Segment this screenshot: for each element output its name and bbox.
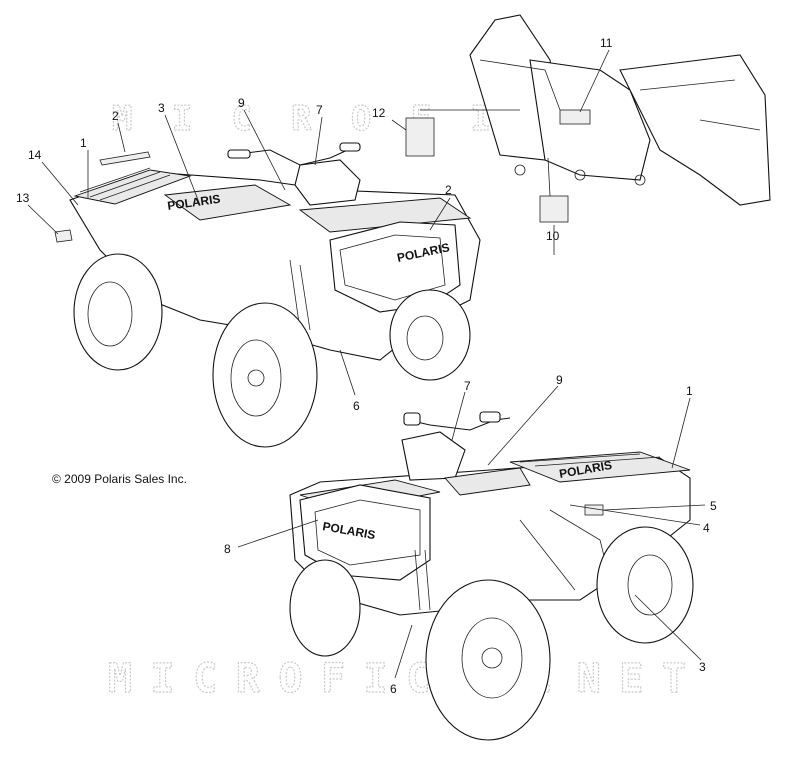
front-left-wheel [212,302,318,448]
leader-lines [27,49,706,679]
copyright-text: © 2009 Polaris Sales Inc. [52,472,187,486]
callout-7-top: 7 [316,103,323,117]
callout-13: 13 [16,191,30,205]
callout-1-bottom: 1 [686,384,693,398]
bottom-front-right-wheel [425,579,551,741]
callout-3-top: 3 [158,101,165,115]
callout-5: 5 [710,499,717,513]
callout-2-top-left: 2 [112,109,119,123]
callout-10: 10 [546,229,560,243]
decal-10-loose [539,195,569,223]
callout-8: 8 [224,542,231,556]
callout-1-top: 1 [80,136,87,150]
atv-rear-view: POLARIS POLARIS [54,142,481,448]
callouts: 1 2 3 9 7 14 13 2 12 11 10 6 7 9 1 5 4 8… [16,36,717,696]
callout-11: 11 [600,36,613,50]
decal-12-loose [405,117,435,157]
front-right-wheel [389,289,471,381]
bottom-rear-right-wheel [596,526,694,644]
bottom-front-left-wheel [289,559,361,657]
callout-14: 14 [28,148,42,162]
atv-front-view: POLARIS POLARIS [289,411,694,741]
callout-12: 12 [372,106,386,120]
callout-4: 4 [703,521,710,535]
rear-left-wheel [73,253,163,371]
front-panel-assembly [405,14,771,223]
callout-9-top: 9 [238,96,245,110]
decal-2-loose [99,151,151,166]
callout-3-bottom: 3 [699,660,706,674]
callout-6-bottom: 6 [390,682,397,696]
callout-2-top-right: 2 [445,183,452,197]
callout-9-bottom: 9 [556,373,563,387]
callout-6-top: 6 [353,399,360,413]
watermark-bottom: MICROFICHE.NET [108,656,688,702]
decal-13-loose [54,229,73,243]
callout-7-bottom: 7 [464,379,471,393]
